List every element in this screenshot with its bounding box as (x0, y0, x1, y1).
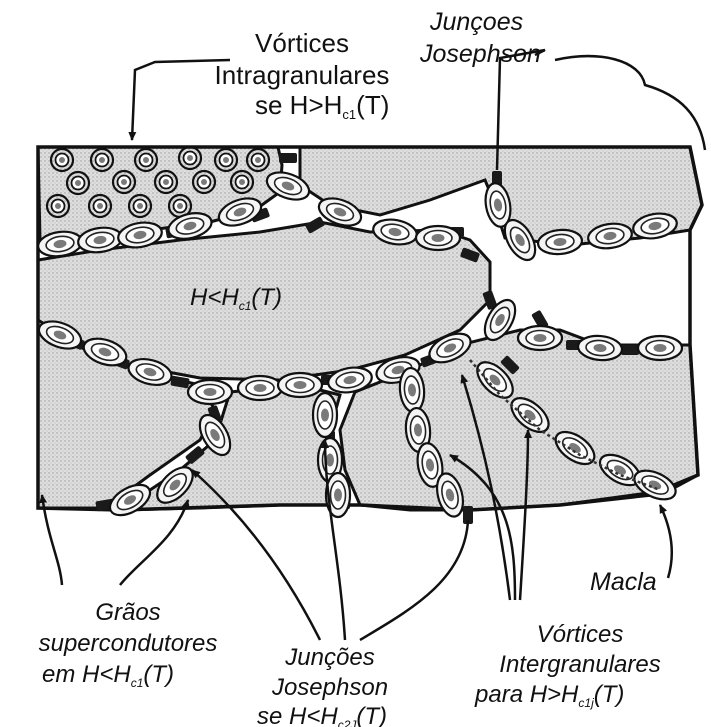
intergranular-vortex (638, 336, 682, 360)
josephson-junction (621, 345, 639, 355)
juncoes-bot-line1: Junções (284, 644, 374, 671)
graos-line3: em H<Hc1(T) (42, 661, 174, 690)
vortices-intra-line1: Vórtices (255, 28, 349, 58)
graos-line2: supercondutores (39, 630, 218, 657)
region-main-text: H<Hc1(T) (190, 284, 282, 313)
leader-junction-top-b (555, 56, 705, 150)
intergranular-vortex (238, 376, 282, 400)
label-macla: Macla (590, 568, 657, 596)
vortices-intra-line3: se H>Hc1(T) (255, 90, 389, 122)
juncoes-top-line2: Josephson (419, 40, 541, 68)
intergranular-vortex (416, 226, 460, 250)
josephson-junction (279, 153, 297, 163)
intergranular-vortex (518, 326, 562, 350)
vortices-intra-line2: Intragranulares (215, 60, 390, 90)
leader-macla (660, 505, 672, 578)
intergranular-vortex (278, 373, 322, 397)
label-juncoes-josephson-top: Junçoes Josephson (419, 8, 541, 68)
vortices-inter-line3: para H>Hc1j(T) (474, 681, 624, 710)
juncoes-bot-line2: Josephson (271, 674, 388, 701)
label-region-main: H<Hc1(T) (190, 284, 282, 313)
juncoes-top-line1: Junçoes (429, 8, 523, 36)
label-vortices-intragranulares: Vórtices Intragranulares se H>Hc1(T) (215, 28, 390, 122)
vortices-inter-line1: Vórtices (537, 621, 624, 648)
label-juncoes-josephson-bottom: Junções Josephson se H<Hc2J(T) (257, 644, 388, 727)
vortices-inter-line2: Intergranulares (499, 651, 660, 678)
graos-line1: Grãos (95, 599, 160, 626)
label-vortices-intergranulares: Vórtices Intergranulares para H>Hc1j(T) (474, 621, 661, 710)
intergranular-vortex (188, 380, 232, 404)
intergranular-vortex (313, 393, 337, 437)
leader-juncoes-3 (360, 520, 468, 640)
label-graos-supercondutores: Grãos supercondutores em H<Hc1(T) (39, 599, 218, 690)
juncoes-bot-line3: se H<Hc2J(T) (257, 703, 387, 727)
